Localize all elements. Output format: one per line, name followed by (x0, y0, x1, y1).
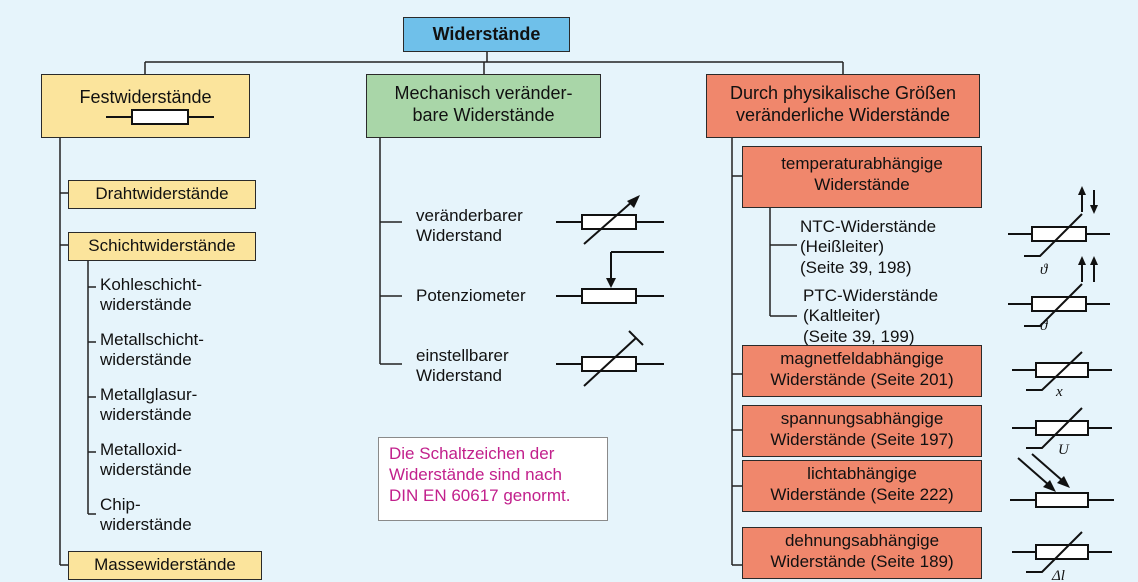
svg-text:Δl: Δl (1051, 568, 1065, 582)
physical-resistors-box: Durch physikalische Größen veränderliche… (706, 74, 980, 138)
mass-resistors-box: Massewiderstände (68, 551, 262, 580)
ptc-symbol (1008, 256, 1110, 327)
ntc-theta-symbol: ϑ (1040, 262, 1049, 278)
voltage-resistors-box: spannungsabhängige Widerstände (Seite 19… (742, 405, 982, 457)
fixed-resistor-symbol (106, 109, 214, 125)
ntc-symbol (1008, 186, 1110, 257)
film-subtype-metal: Metallschicht- widerstände (100, 330, 204, 370)
root-title-box: Widerstände (403, 17, 570, 52)
film-subtype-metal-oxide: Metalloxid- widerstände (100, 440, 192, 480)
fixed-resistors-title: Festwiderstände (79, 87, 212, 107)
ptc-label: PTC-Widerstände (Kaltleiter) (Seite 39, … (803, 286, 939, 346)
light-resistors-box: lichtabhängige Widerstände (Seite 222) (742, 460, 982, 512)
strain-resistors-box: dehnungsabhängige Widerstände (Seite 189… (742, 527, 982, 579)
ptc-theta-symbol: ϑ (1040, 318, 1049, 334)
fixed-resistors-box: Festwiderstände (41, 74, 250, 138)
light-resistor-symbol (1010, 453, 1114, 508)
strain-gauge-symbol: Δl (1012, 531, 1112, 582)
temperature-resistors-box: temperaturabhängige Widerstände (742, 146, 982, 208)
preset-resistor-symbol (556, 330, 664, 387)
wire-resistors-box: Drahtwiderstände (68, 180, 256, 209)
potentiometer-label: Potenziometer (416, 286, 526, 305)
standard-note: Die Schaltzeichen der Widerstände sind n… (378, 437, 608, 521)
svg-text:ϑ: ϑ (1040, 318, 1049, 334)
variable-resistor-label: veränderbarer Widerstand (416, 206, 523, 246)
mechanical-resistors-box: Mechanisch veränder- bare Widerstände (366, 74, 601, 138)
film-subtype-metal-glaze: Metallglasur- widerstände (100, 385, 198, 425)
film-subtype-carbon: Kohleschicht- widerstände (100, 275, 203, 315)
svg-text:U: U (1058, 442, 1070, 456)
magnetic-resistors-box: magnetfeldabhängige Widerstände (Seite 2… (742, 345, 982, 397)
voltage-symbol: U (1012, 407, 1112, 456)
variable-resistor-symbol (556, 195, 664, 245)
svg-text:x: x (1055, 384, 1063, 398)
ntc-label: NTC-Widerstände (Heißleiter) (Seite 39, … (800, 217, 937, 277)
svg-text:ϑ: ϑ (1040, 262, 1049, 278)
magnetic-symbol: x (1012, 351, 1112, 398)
potentiometer-symbol (556, 251, 664, 304)
film-resistors-box: Schichtwiderstände (68, 232, 256, 261)
film-subtype-chip: Chip- widerstände (100, 495, 192, 535)
preset-resistor-label: einstellbarer Widerstand (416, 346, 509, 386)
